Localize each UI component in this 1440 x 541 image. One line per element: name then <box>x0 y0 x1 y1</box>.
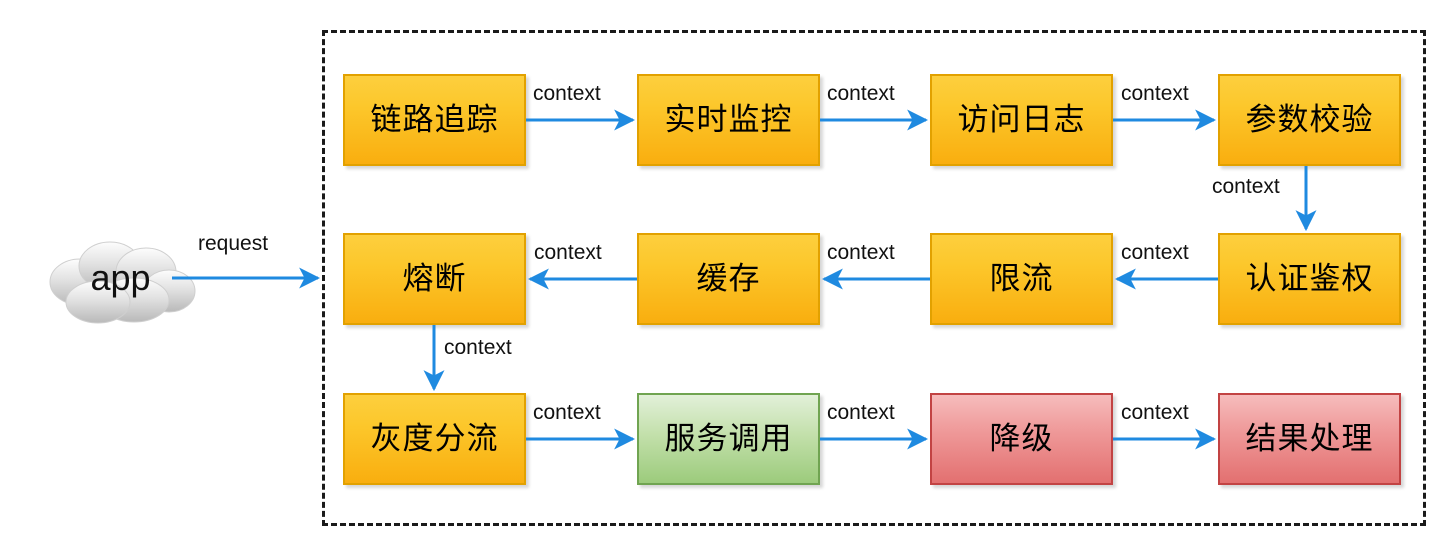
node-限流[interactable]: 限流 <box>930 233 1113 325</box>
node-熔断[interactable]: 熔断 <box>343 233 526 325</box>
edge-label-n5-n6: context <box>1121 241 1189 264</box>
client-cloud: app <box>38 236 203 324</box>
edge-label-n7-n8: context <box>534 241 602 264</box>
node-结果处理[interactable]: 结果处理 <box>1218 393 1401 485</box>
client-label: app <box>90 257 151 298</box>
edge-label-n2-n3: context <box>827 82 895 105</box>
node-缓存[interactable]: 缓存 <box>637 233 820 325</box>
edge-label-n8-n9: context <box>444 336 512 359</box>
edge-label-n9-n10: context <box>533 401 601 424</box>
node-实时监控[interactable]: 实时监控 <box>637 74 820 166</box>
node-降级[interactable]: 降级 <box>930 393 1113 485</box>
gateway-boundary <box>322 30 1426 526</box>
node-参数校验[interactable]: 参数校验 <box>1218 74 1401 166</box>
edge-label-n1-n2: context <box>533 82 601 105</box>
node-链路追踪[interactable]: 链路追踪 <box>343 74 526 166</box>
node-灰度分流[interactable]: 灰度分流 <box>343 393 526 485</box>
node-访问日志[interactable]: 访问日志 <box>930 74 1113 166</box>
cloud-icon <box>49 241 196 324</box>
edge-label-n4-n5: context <box>1212 175 1280 198</box>
edge-label-n10-n11: context <box>827 401 895 424</box>
node-认证鉴权[interactable]: 认证鉴权 <box>1218 233 1401 325</box>
edge-label-n11-n12: context <box>1121 401 1189 424</box>
edge-label-n3-n4: context <box>1121 82 1189 105</box>
edge-label-n6-n7: context <box>827 241 895 264</box>
node-服务调用[interactable]: 服务调用 <box>637 393 820 485</box>
edge-label-request: request <box>198 232 269 255</box>
